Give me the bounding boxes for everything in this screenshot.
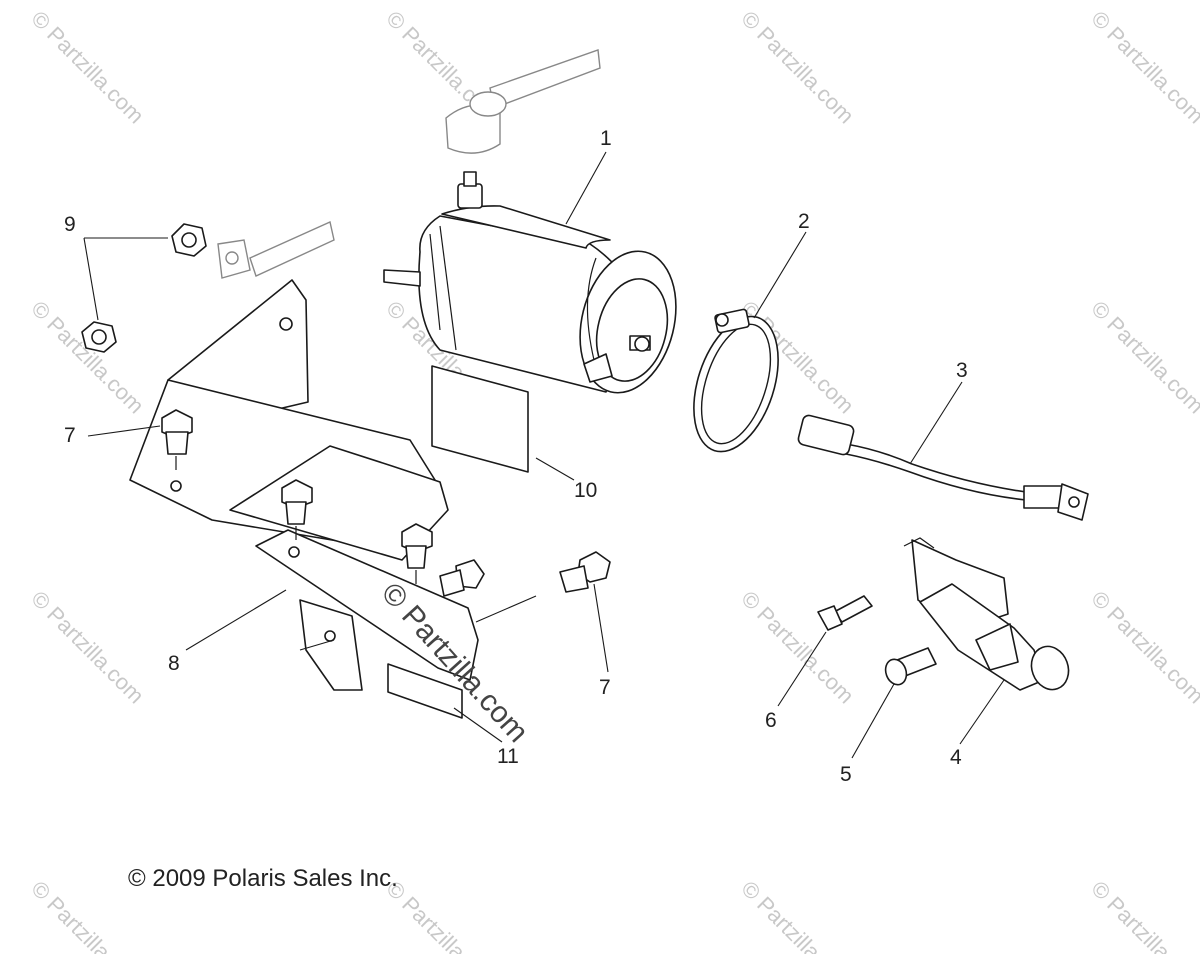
- callout-label: 5: [840, 763, 852, 786]
- starter-cable: [797, 414, 1089, 521]
- watermark-text: © Partzilla.com: [736, 876, 859, 954]
- callout-label: 4: [950, 746, 962, 769]
- callout-label: 9: [64, 213, 76, 236]
- flange-bolt: [559, 551, 611, 593]
- callout-label: 1: [600, 127, 612, 150]
- callout-label: 3: [956, 359, 968, 382]
- starter-motor: [383, 171, 677, 394]
- pad: [431, 365, 529, 473]
- bolt: [817, 595, 873, 631]
- leader-lines: [83, 151, 1005, 759]
- watermark-text: © Partzilla.com: [1086, 586, 1200, 709]
- callout-label: 11: [497, 745, 519, 768]
- socket-screw: [884, 647, 937, 686]
- callout-label: 6: [765, 709, 777, 732]
- watermark-text: © Partzilla.com: [1086, 296, 1200, 419]
- callout-label: 2: [798, 210, 810, 233]
- watermark-text: © Partzilla.com: [1086, 6, 1200, 129]
- callout-labels: 1 2 3 4 5 6 7 7 8 9 10 11: [64, 127, 968, 786]
- watermark-text: © Partzilla.com: [1086, 876, 1200, 954]
- watermark-text: © Partzilla.com: [381, 876, 504, 954]
- callout-label: 7: [64, 424, 76, 447]
- battery-cable-ghost: [217, 49, 601, 279]
- watermark-text: © Partzilla.com: [736, 586, 859, 709]
- flange-bolt: [401, 523, 433, 584]
- small-pad: [387, 663, 463, 719]
- watermark-text: © Partzilla.com: [736, 6, 859, 129]
- callout-label: 7: [599, 676, 611, 699]
- flange-bolt: [281, 479, 313, 540]
- copyright-text: © 2009 Polaris Sales Inc.: [128, 865, 398, 892]
- flange-bolt: [161, 409, 193, 470]
- callout-label: 8: [168, 652, 180, 675]
- nut: [171, 223, 207, 257]
- watermark-text: © Partzilla.com: [26, 6, 149, 129]
- nut: [81, 321, 117, 353]
- starter-drive: [903, 537, 1070, 691]
- starter-bracket: [129, 279, 537, 691]
- watermark-text: © Partzilla.com: [26, 586, 149, 709]
- callout-label: 10: [574, 479, 597, 502]
- hose-clamp: [693, 308, 779, 453]
- watermark-text: © Partzilla.com: [26, 296, 149, 419]
- flange-bolt: [439, 559, 485, 597]
